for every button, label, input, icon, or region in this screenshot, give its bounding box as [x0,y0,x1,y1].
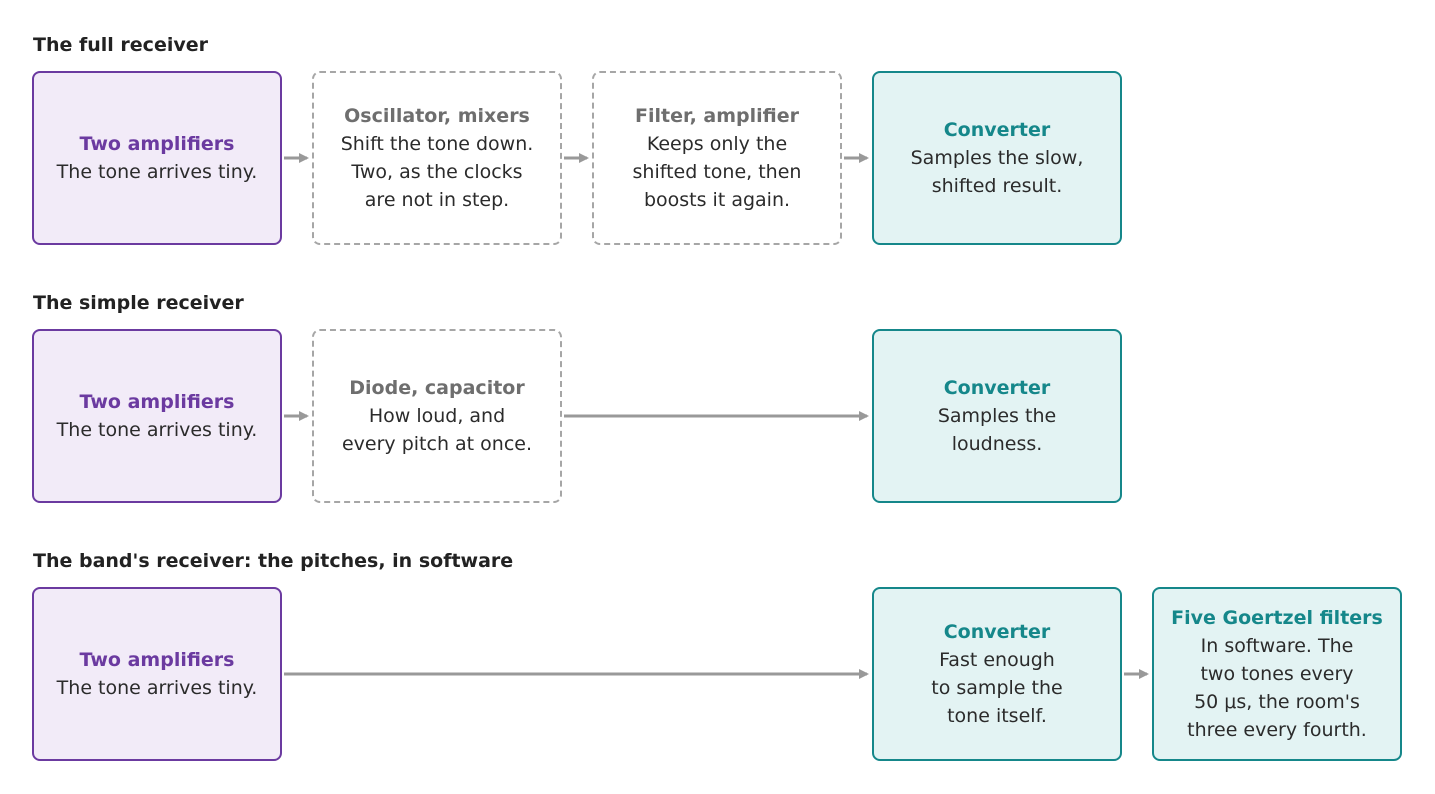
box-desc: The tone arrives tiny. [56,677,258,699]
box-desc: Fast enough to sample the tone itself. [931,649,1063,727]
box-title: Diode, capacitor [349,377,525,399]
box-desc: In software. The two tones every 50 μs, … [1187,635,1367,741]
box-desc: The tone arrives tiny. [56,419,258,441]
box-desc: Keeps only the shifted tone, then boosts… [632,133,802,211]
full-filter-amplifier-box: Filter, amplifier Keeps only the shifted… [592,71,842,245]
simple-amplifiers-box: Two amplifiers The tone arrives tiny. [32,329,282,503]
full-oscillator-mixers-box: Oscillator, mixers Shift the tone down. … [312,71,562,245]
box-desc: How loud, and every pitch at once. [341,405,532,455]
box-desc: Shift the tone down. Two, as the clocks … [340,133,534,211]
band-converter-box: Converter Fast enough to sample the tone… [872,587,1122,761]
box-title: Five Goertzel filters [1171,607,1383,629]
band-goertzel-filters-box: Five Goertzel filters In software. The t… [1152,587,1402,761]
box-title: Two amplifiers [79,391,235,413]
box-desc: The tone arrives tiny. [56,161,258,183]
full-converter-box: Converter Samples the slow, shifted resu… [872,71,1122,245]
box-title: Filter, amplifier [635,105,799,127]
row-title-simple-receiver: The simple receiver [33,292,244,314]
box-title: Two amplifiers [79,649,235,671]
box-title: Two amplifiers [79,133,235,155]
row-title-full-receiver: The full receiver [33,34,208,56]
band-amplifiers-box: Two amplifiers The tone arrives tiny. [32,587,282,761]
box-title: Converter [943,621,1051,643]
row-title-band-receiver: The band's receiver: the pitches, in sof… [33,550,514,572]
simple-converter-box: Converter Samples the loudness. [872,329,1122,503]
simple-diode-capacitor-box: Diode, capacitor How loud, and every pit… [312,329,562,503]
box-title: Converter [943,119,1051,141]
box-desc: Samples the loudness. [937,405,1057,455]
box-title: Oscillator, mixers [344,105,530,127]
box-title: Converter [943,377,1051,399]
box-desc: Samples the slow, shifted result. [910,147,1084,197]
full-amplifiers-box: Two amplifiers The tone arrives tiny. [32,71,282,245]
